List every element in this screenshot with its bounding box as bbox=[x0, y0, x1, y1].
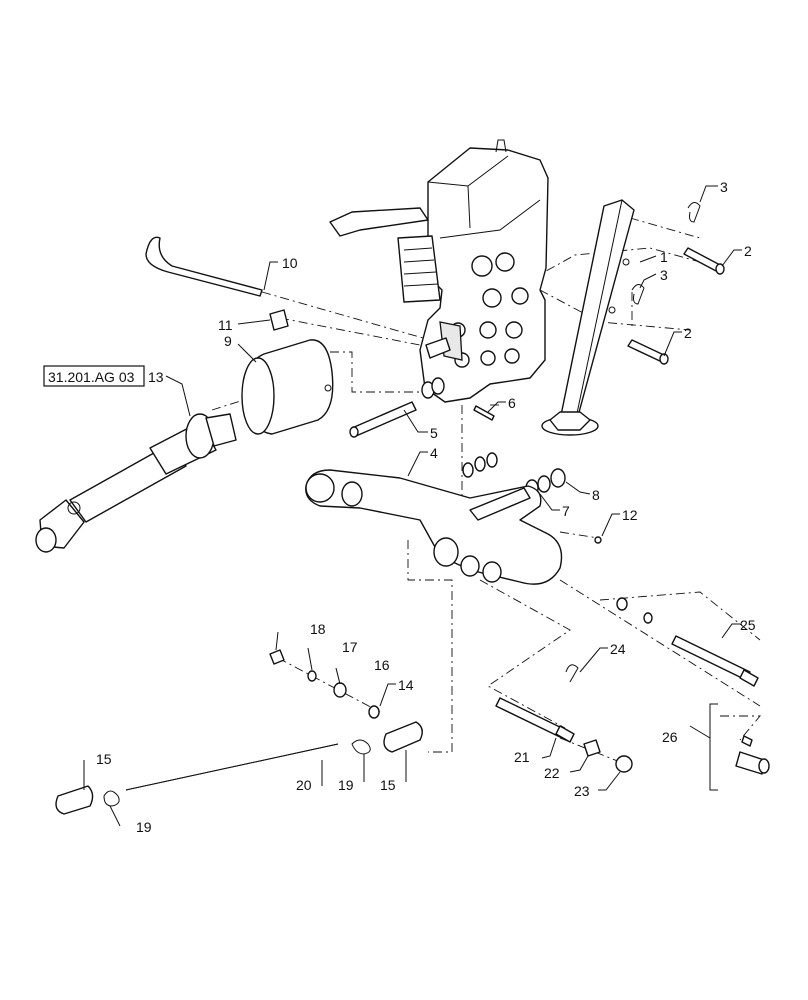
callout-21: 21 bbox=[514, 749, 530, 765]
part-15-bracket-left bbox=[55, 785, 94, 815]
callout-10: 10 bbox=[282, 255, 298, 271]
callout-9: 9 bbox=[224, 333, 232, 349]
part-22-bushing bbox=[583, 739, 601, 757]
part-25-pin bbox=[616, 597, 759, 687]
callout-12: 12 bbox=[622, 507, 638, 523]
callout-6: 6 bbox=[508, 395, 516, 411]
callout-5: 5 bbox=[430, 425, 438, 441]
part-2-pins bbox=[627, 247, 725, 365]
part-1-support-stand bbox=[541, 199, 635, 436]
reference-label[interactable]: 31.201.AG 03 bbox=[48, 369, 135, 385]
part-19-shackle-right bbox=[351, 739, 371, 755]
reference-box bbox=[43, 365, 145, 387]
part-12-fitting bbox=[594, 536, 602, 544]
callout-16: 16 bbox=[374, 657, 390, 673]
callout-26: 26 bbox=[662, 729, 678, 745]
part-3-clips bbox=[631, 202, 701, 305]
callout-3: 3 bbox=[660, 267, 668, 283]
callout-1: 1 bbox=[660, 249, 668, 265]
part-15-bracket-right bbox=[383, 721, 423, 753]
callout-2: 2 bbox=[744, 243, 752, 259]
callout-25: 25 bbox=[740, 617, 756, 633]
part-21-pin bbox=[495, 697, 575, 743]
callout-7: 7 bbox=[562, 503, 570, 519]
callout-19: 19 bbox=[338, 777, 354, 793]
callout-18: 18 bbox=[310, 621, 326, 637]
part-23-washer bbox=[615, 755, 633, 773]
part-19-shackle-left bbox=[103, 790, 120, 807]
callout-15: 15 bbox=[96, 751, 112, 767]
part-13-pto-driveshaft bbox=[35, 413, 237, 553]
callout-3: 3 bbox=[720, 179, 728, 195]
part-10-lever-rod bbox=[145, 236, 263, 297]
callout-20: 20 bbox=[296, 777, 312, 793]
part-5-shaft bbox=[349, 401, 417, 438]
leader-lines bbox=[83, 185, 742, 827]
hitch-valve-block bbox=[329, 139, 549, 403]
callout-17: 17 bbox=[342, 639, 358, 655]
callout-labels: 1 2 2 3 3 4 5 6 7 8 9 10 11 12 13 14 15 … bbox=[96, 179, 756, 835]
part-26-bushing bbox=[709, 703, 770, 791]
part-6-spring-pin bbox=[473, 405, 495, 421]
part-9-pto-shield bbox=[241, 339, 334, 435]
callout-14: 14 bbox=[398, 677, 414, 693]
part-24-clip bbox=[565, 664, 579, 683]
part-4-lift-arm bbox=[305, 469, 563, 585]
callout-4: 4 bbox=[430, 445, 438, 461]
callout-22: 22 bbox=[544, 765, 560, 781]
callout-19: 19 bbox=[136, 819, 152, 835]
part-11-bracket bbox=[269, 309, 289, 331]
parts-14-18-hardware bbox=[269, 649, 380, 719]
callout-15: 15 bbox=[380, 777, 396, 793]
callout-24: 24 bbox=[610, 641, 626, 657]
callout-2: 2 bbox=[684, 325, 692, 341]
callout-13: 13 bbox=[148, 369, 164, 385]
part-20-chain bbox=[125, 743, 339, 791]
callout-11: 11 bbox=[218, 317, 233, 333]
callout-8: 8 bbox=[592, 487, 600, 503]
callout-23: 23 bbox=[574, 783, 590, 799]
